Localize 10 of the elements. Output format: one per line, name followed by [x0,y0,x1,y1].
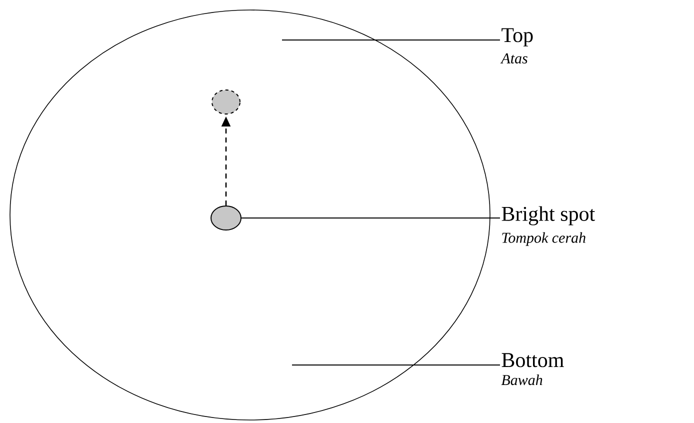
label-text: Top [502,28,533,46]
leader-line [292,364,500,366]
translation-text: Bawah [501,374,542,386]
translation-text: Atas [500,53,528,64]
translation-text: Tompok cerah [502,232,586,246]
moved-spot [212,90,240,114]
label-text: Bottom [502,353,564,368]
bright-spot [210,206,242,230]
label-text: Bright spot [502,206,595,226]
boundary-circle [10,10,490,420]
